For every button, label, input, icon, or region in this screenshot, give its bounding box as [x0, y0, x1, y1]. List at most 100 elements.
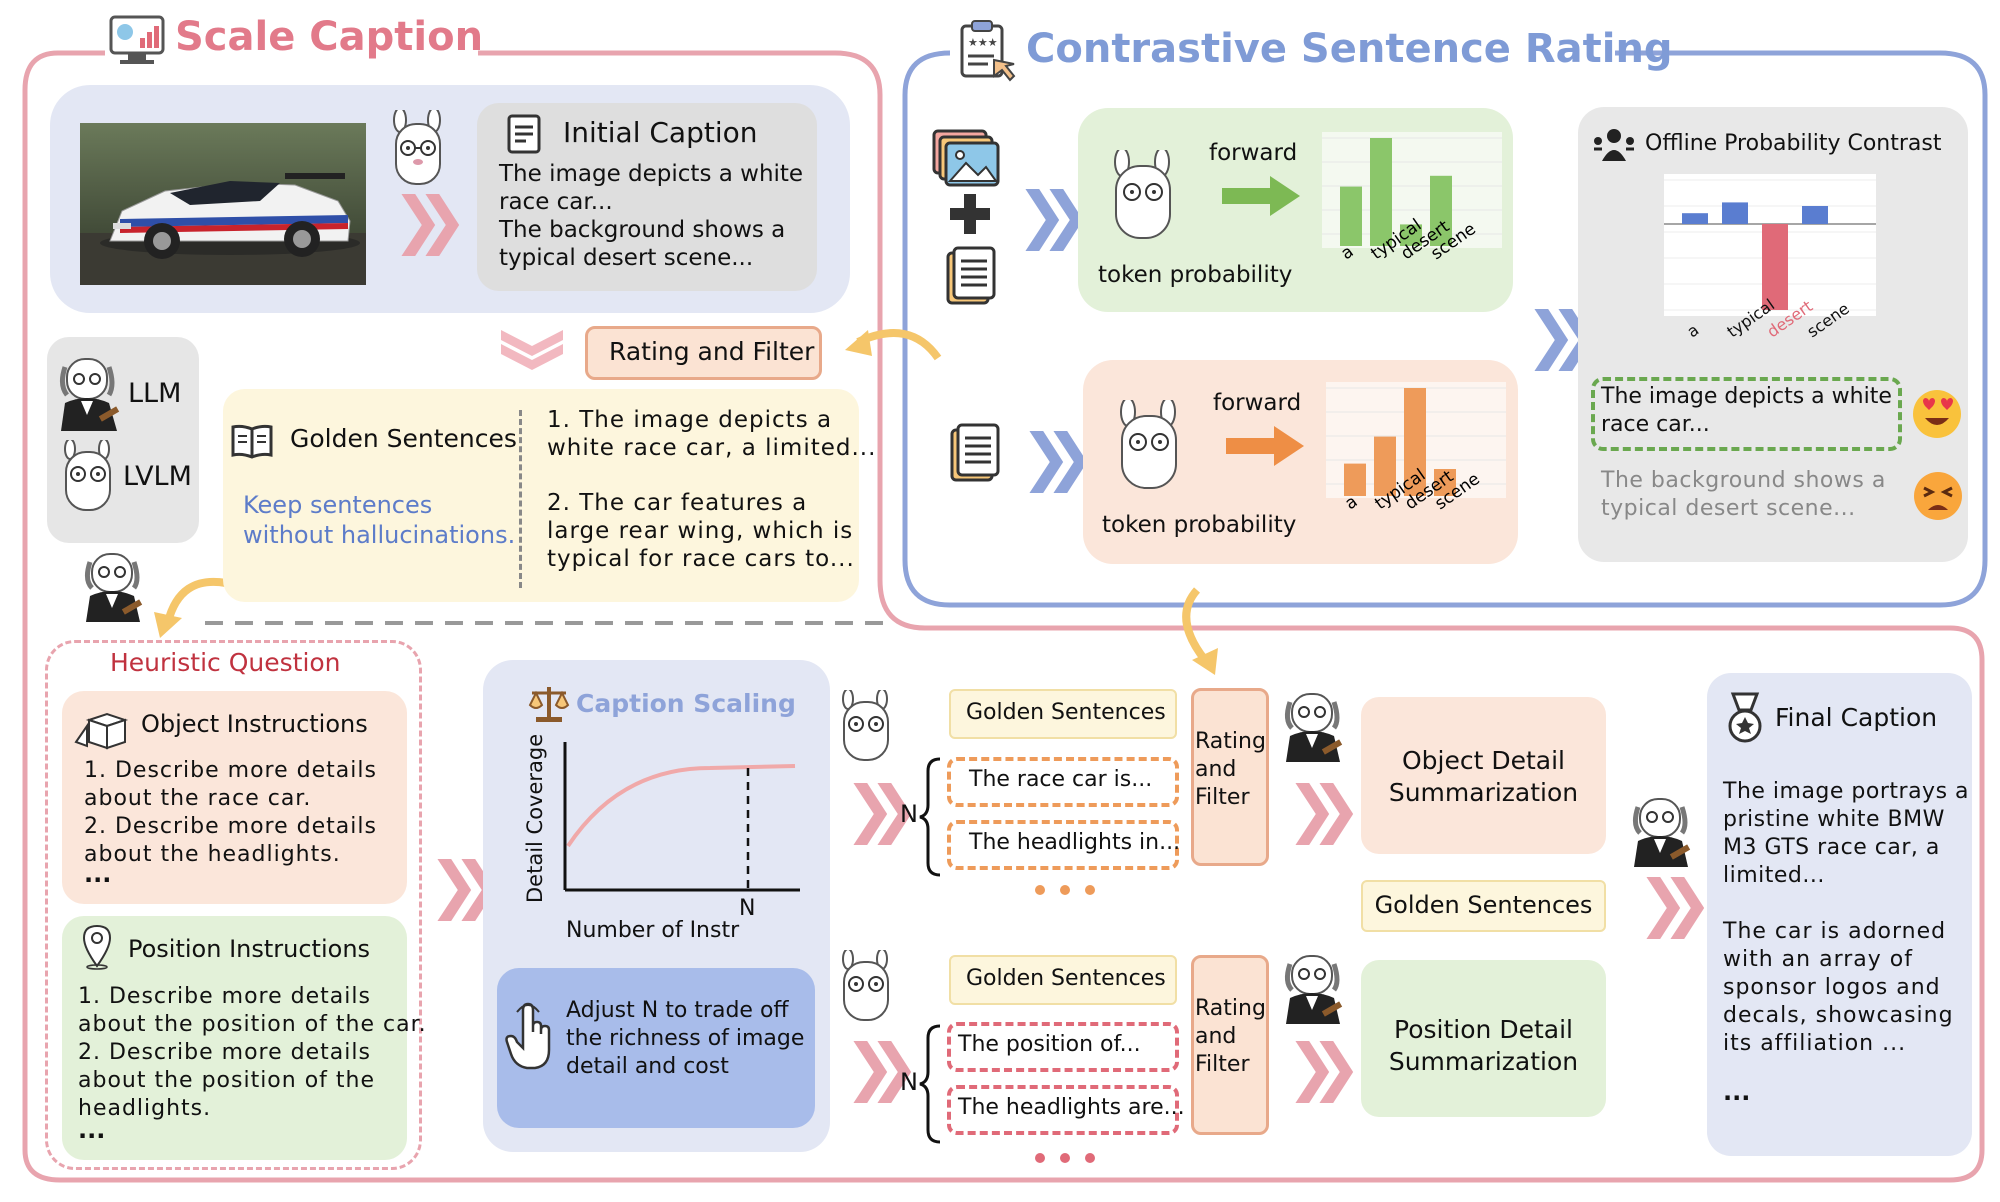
final-caption-p1: The image portrays a pristine white BMW … — [1723, 779, 1970, 888]
position-more-dots — [1030, 1148, 1100, 1168]
object-n-label: N — [900, 800, 918, 828]
position-golden-label: Golden Sentences — [966, 966, 1166, 991]
judge-llama-icon — [80, 550, 146, 622]
position-sentence-2-text: The headlights are... — [958, 1095, 1185, 1120]
position-summary-box — [1361, 960, 1606, 1117]
rating-filter-box — [585, 326, 822, 380]
token-probability-label: token probability — [1098, 262, 1293, 288]
initial-caption-title: Initial Caption — [563, 116, 758, 149]
final-caption-title: Final Caption — [1775, 703, 1938, 732]
lvlm-label: LVLM — [123, 461, 192, 492]
orange-arrow-icon — [1226, 424, 1306, 468]
scale-balance-icon — [528, 683, 570, 723]
object-title: Object Instructions — [141, 710, 368, 738]
position-rating-box — [1191, 955, 1269, 1135]
final-caption-panel — [1707, 673, 1972, 1156]
object-golden-box — [949, 689, 1177, 739]
chevron-right-icon: ❯❯ — [844, 1030, 920, 1103]
object-rating-label: Rating and Filter — [1195, 729, 1266, 810]
position-sentence-1-text: The position of... — [958, 1032, 1141, 1057]
position-summary-label: Position Detail Summarization — [1388, 1015, 1579, 1076]
scaling-curve-chart — [563, 742, 800, 892]
llama-icon — [838, 948, 894, 1022]
bad-sentence: The background shows a typical desert sc… — [1601, 468, 1886, 521]
medal-icon — [1725, 692, 1765, 744]
location-pin-icon — [80, 922, 114, 970]
people-contrast-icon — [1592, 127, 1636, 163]
position-sentence-1 — [947, 1022, 1179, 1072]
object-rating-box — [1191, 688, 1269, 866]
bottom-bar-a — [1344, 463, 1366, 496]
scale-caption-icon — [108, 14, 166, 66]
token-probability-label: token probability — [1102, 512, 1297, 538]
double-chevron-down-icon — [497, 326, 567, 370]
llama-icon — [60, 438, 116, 512]
race-car-photo — [80, 123, 366, 285]
bottom-bar-scene — [1434, 469, 1456, 496]
top-bar-typical — [1370, 138, 1392, 246]
object-golden-label: Golden Sentences — [966, 700, 1166, 725]
chevron-right-icon: ❯❯ — [1525, 298, 1601, 371]
object-ellipsis: ... — [84, 860, 112, 888]
heart-eyes-emoji-icon — [1911, 388, 1963, 440]
golden-subtitle: Keep sentences without hallucinations. — [243, 491, 516, 549]
llm-label: LLM — [128, 378, 182, 409]
golden-title: Golden Sentences — [290, 424, 517, 453]
bottom-bar-desert — [1404, 388, 1426, 496]
middle-golden-box — [1361, 880, 1606, 932]
contrast-bar-desert — [1762, 224, 1788, 310]
heuristic-panel — [45, 640, 422, 1170]
llama-icon — [1114, 397, 1184, 490]
svg-text:★★★: ★★★ — [968, 36, 998, 49]
contrastive-title: Contrastive Sentence Rating — [1026, 26, 1673, 72]
position-ellipsis: ... — [78, 1116, 106, 1144]
judge-llama-icon — [1280, 952, 1346, 1024]
middle-golden-label: Golden Sentences — [1374, 891, 1593, 919]
chevron-right-icon: ❯❯ — [1286, 772, 1362, 845]
chevron-right-icon: ❯❯ — [844, 772, 920, 845]
good-sentence-box — [1591, 377, 1902, 451]
scaling-ylabel: Detail Coverage — [523, 733, 547, 903]
final-caption-ellipsis: ... — [1723, 1078, 1751, 1106]
chevron-right-icon: ❯❯ — [1016, 178, 1092, 251]
object-sentence-1-text: The race car is... — [969, 767, 1153, 792]
forward-label: forward — [1213, 390, 1302, 416]
scale-caption-title: Scale Caption — [175, 14, 484, 60]
scaling-xlabel: Number of Instr — [566, 918, 740, 943]
golden-item-1: 1. The image depicts a white race car, a… — [547, 407, 877, 461]
clipboard-icon: ★★★ — [958, 18, 1018, 82]
golden-sentences-panel — [223, 389, 859, 602]
judge-llama-icon — [1628, 795, 1694, 867]
judge-llama-icon — [55, 355, 125, 431]
judge-llama-icon — [1280, 690, 1346, 762]
position-sentence-2 — [947, 1085, 1179, 1135]
cube-icon — [73, 710, 135, 752]
document-icon — [506, 113, 542, 155]
object-summary-box — [1361, 697, 1606, 854]
llama-icon — [838, 688, 894, 762]
book-icon — [230, 423, 274, 459]
contrast-bar-typical — [1722, 202, 1748, 224]
chevron-right-icon: ❯❯ — [1020, 420, 1096, 493]
frustrated-emoji-icon — [1912, 470, 1964, 522]
final-caption-p2: The car is adorned with an array of spon… — [1723, 919, 1954, 1056]
golden-item-2: 2. The car features a large rear wing, w… — [547, 490, 855, 572]
chevron-right-icon: ❯❯ — [1637, 866, 1713, 939]
chevron-right-icon: ❯❯ — [1286, 1030, 1362, 1103]
position-title: Position Instructions — [128, 935, 371, 963]
caption-scaling-title: Caption Scaling — [576, 689, 796, 718]
llama-icon — [388, 107, 448, 188]
top-bar-a — [1340, 186, 1362, 246]
object-sentence-2 — [947, 820, 1179, 870]
object-more-dots — [1030, 880, 1100, 900]
image-stack-icon — [930, 127, 1002, 189]
forward-label: forward — [1209, 140, 1298, 166]
object-body: 1. Describe more details about the race … — [84, 758, 377, 867]
chevron-right-icon: ❯❯ — [428, 848, 504, 921]
top-bar-desert — [1400, 224, 1422, 246]
position-brace — [918, 1024, 944, 1144]
text-doc-icon — [948, 422, 1004, 484]
